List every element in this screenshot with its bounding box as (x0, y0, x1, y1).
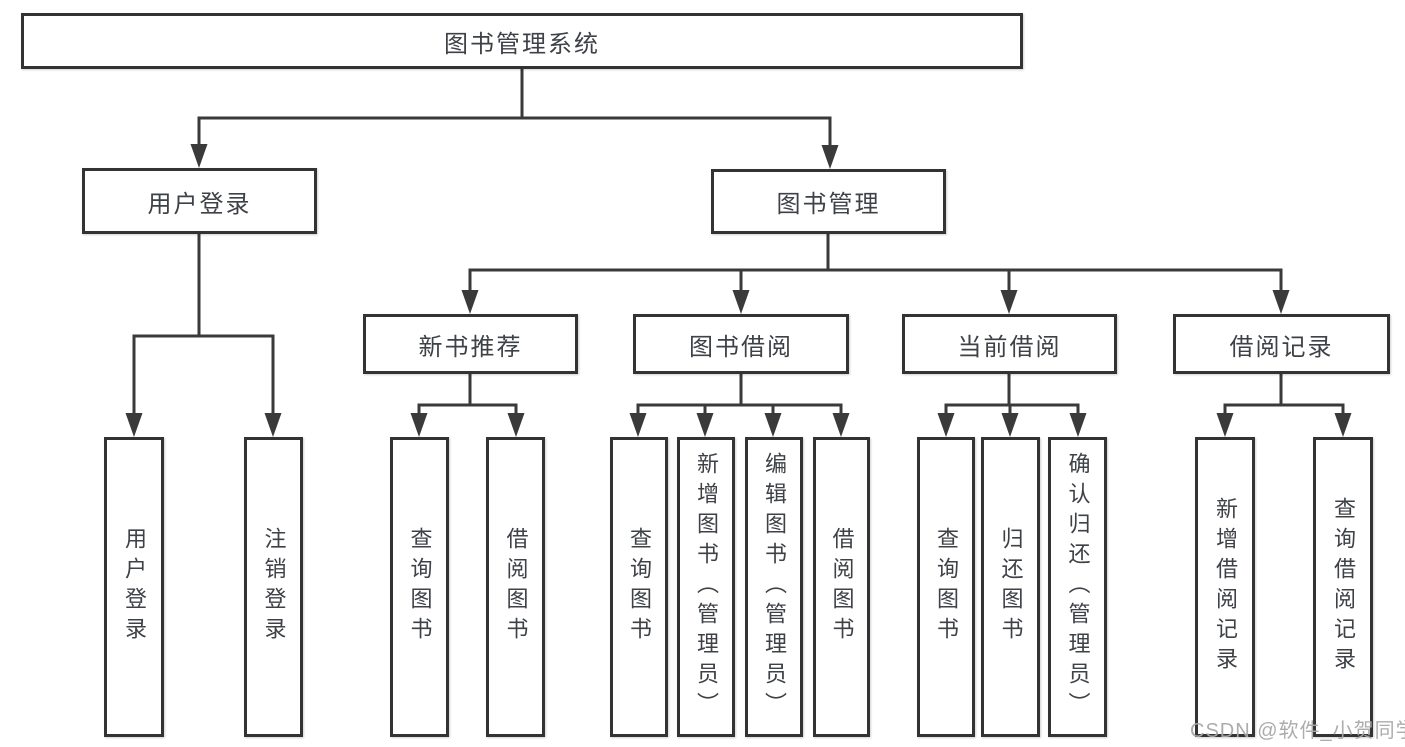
node-user-login: 用户登录 (82, 168, 317, 234)
leaf-label: 编辑图书（管理员） (762, 452, 787, 722)
leaf-add-books-admin: 新增图书（管理员） (677, 437, 735, 737)
leaf-borrow-books: 借阅图书 (813, 437, 870, 737)
leaf-query-borrow-record: 查询借阅记录 (1313, 437, 1373, 737)
leaf-add-borrow-record: 新增借阅记录 (1195, 437, 1255, 737)
leaf-return-books: 归还图书 (981, 437, 1040, 737)
node-label: 图书借阅 (689, 333, 793, 361)
leaf-borrow-books: 借阅图书 (486, 437, 545, 737)
leaf-label: 查询图书 (407, 527, 433, 647)
leaf-label: 查询图书 (934, 527, 959, 647)
leaf-logout: 注销登录 (244, 437, 303, 737)
node-new-book-recommend: 新书推荐 (363, 314, 578, 374)
leaf-label: 查询图书 (627, 527, 652, 647)
leaf-confirm-return-admin: 确认归还（管理员） (1048, 437, 1107, 737)
node-book-management: 图书管理 (711, 169, 946, 234)
arrowheads (125, 144, 1352, 437)
node-label: 借阅记录 (1229, 333, 1334, 361)
watermark: CSDN @软件_小贺同学 (1190, 720, 1405, 742)
node-book-borrow: 图书借阅 (633, 314, 849, 374)
leaf-label: 用户登录 (122, 527, 147, 647)
leaf-label: 查询借阅记录 (1331, 497, 1356, 677)
node-label: 图书管理 (776, 191, 881, 218)
leaf-label: 确认归还（管理员） (1065, 452, 1091, 722)
leaf-query-books: 查询图书 (610, 437, 668, 737)
node-borrow-records: 借阅记录 (1173, 314, 1390, 374)
leaf-label: 新增图书（管理员） (694, 452, 719, 722)
leaf-edit-books-admin: 编辑图书（管理员） (745, 437, 803, 737)
leaf-label: 归还图书 (998, 527, 1024, 647)
node-label: 当前借阅 (957, 333, 1062, 361)
leaf-label: 借阅图书 (829, 527, 855, 647)
node-label: 新书推荐 (418, 333, 523, 361)
leaf-query-books: 查询图书 (917, 437, 975, 737)
leaf-user-login: 用户登录 (104, 437, 164, 737)
node-label: 用户登录 (147, 190, 252, 218)
node-label: 图书管理系统 (444, 30, 600, 58)
leaf-label: 新增借阅记录 (1213, 497, 1238, 677)
node-library-management-system: 图书管理系统 (21, 13, 1023, 69)
leaf-label: 注销登录 (261, 527, 287, 647)
leaf-label: 借阅图书 (503, 527, 529, 647)
node-current-borrow: 当前借阅 (902, 314, 1117, 374)
leaf-query-books: 查询图书 (390, 437, 449, 737)
